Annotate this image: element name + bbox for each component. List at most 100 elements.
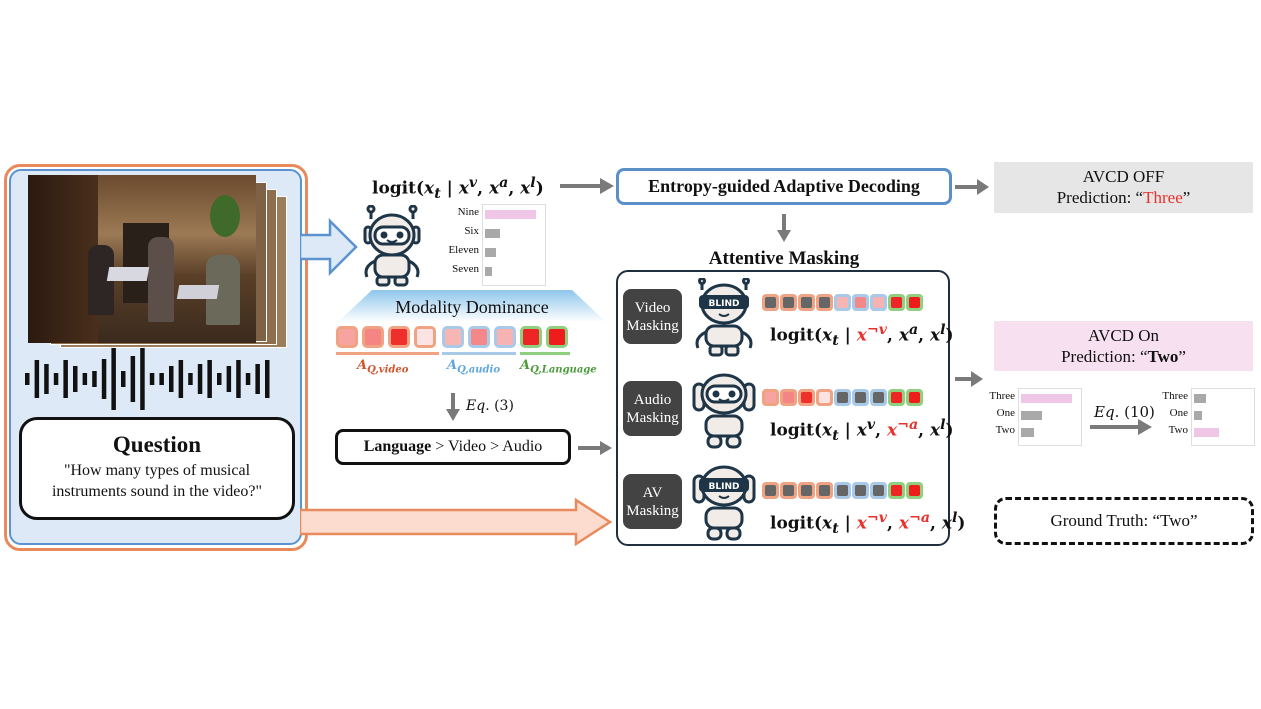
initial-prediction-chart bbox=[482, 204, 546, 286]
orange-input-arrow-icon bbox=[300, 498, 613, 546]
robot-icon bbox=[692, 373, 756, 449]
masked-token-audio bbox=[870, 294, 887, 311]
bar-label-three: Three bbox=[1162, 390, 1188, 402]
avcd-on-title: AVCD On bbox=[1087, 326, 1159, 345]
masked-token-language bbox=[888, 482, 905, 499]
masked-token-language bbox=[888, 294, 905, 311]
logit-suffix: ) bbox=[945, 325, 954, 346]
waveform-bar bbox=[236, 360, 241, 398]
x-l: x bbox=[930, 325, 941, 346]
logit-suffix: ) bbox=[957, 513, 966, 534]
x-a: x bbox=[488, 178, 500, 199]
waveform-bar bbox=[121, 371, 126, 387]
bar-eleven bbox=[485, 248, 496, 257]
musician-2 bbox=[148, 237, 174, 322]
question-box: Question "How many types of musical inst… bbox=[19, 417, 295, 520]
x-not-a-sup: ¬a bbox=[908, 510, 931, 526]
language-group-underline bbox=[520, 352, 570, 355]
comma: , bbox=[887, 325, 899, 346]
eq3-num: . (3) bbox=[485, 398, 514, 414]
token-masked bbox=[837, 392, 848, 403]
token-masked bbox=[819, 297, 830, 308]
masked-token-language bbox=[906, 389, 923, 406]
aq-video-sub: Q,video bbox=[367, 364, 409, 376]
prediction-value: Two bbox=[1147, 347, 1179, 366]
x-v: x bbox=[856, 420, 867, 441]
token-value bbox=[891, 485, 902, 496]
robot-icon bbox=[363, 205, 421, 287]
x-t: x bbox=[822, 513, 833, 534]
bar-one bbox=[1194, 411, 1203, 420]
modality-order-box: Language > Video > Audio bbox=[335, 429, 571, 465]
x-a-sup: a bbox=[908, 322, 919, 338]
given-bar: | bbox=[440, 178, 459, 199]
waveform-bar bbox=[34, 360, 40, 398]
bar-two bbox=[1194, 428, 1220, 437]
x-t-sub: t bbox=[434, 186, 441, 203]
logit-av-masked: logit(xt | x¬v, x¬a, xl) bbox=[770, 510, 965, 537]
token-audio bbox=[468, 326, 490, 348]
x-t: x bbox=[822, 420, 833, 441]
masked-token-video bbox=[816, 294, 833, 311]
waveform-bar bbox=[73, 366, 78, 392]
mask-label-line1: Audio bbox=[633, 391, 672, 408]
aq-language-a: A bbox=[520, 358, 531, 373]
music-stand-2 bbox=[176, 285, 220, 299]
masked-token-audio bbox=[852, 389, 869, 406]
masked-token-audio bbox=[852, 482, 869, 499]
x-l-sup: l bbox=[952, 510, 958, 526]
bar-one bbox=[1021, 411, 1042, 420]
waveform-bar bbox=[226, 366, 232, 392]
token-value bbox=[549, 329, 565, 345]
prediction-prefix: Prediction: “ bbox=[1056, 188, 1144, 207]
token-value bbox=[445, 329, 461, 345]
eq10-eq: Eq bbox=[1094, 403, 1115, 421]
video-frame bbox=[28, 175, 256, 343]
token-value bbox=[909, 485, 920, 496]
waveform-bar bbox=[82, 373, 88, 385]
masked-token-language bbox=[906, 294, 923, 311]
masked-token-language bbox=[888, 389, 905, 406]
staircase bbox=[28, 175, 98, 343]
masked-token-audio bbox=[870, 482, 887, 499]
arrow-right-icon bbox=[1090, 419, 1152, 435]
token-masked bbox=[873, 485, 884, 496]
bar-label-one: One bbox=[1169, 407, 1188, 419]
token-value bbox=[909, 297, 920, 308]
ground-truth-box: Ground Truth: “Two” bbox=[994, 497, 1254, 545]
waveform-bar bbox=[53, 373, 59, 385]
token-audio bbox=[442, 326, 464, 348]
bar-two bbox=[1021, 428, 1035, 437]
waveform-bar bbox=[245, 373, 251, 385]
x-a: x bbox=[898, 325, 909, 346]
token-value bbox=[365, 329, 381, 345]
waveform-bar bbox=[92, 371, 97, 387]
mask-label-line1: Video bbox=[634, 299, 671, 316]
video-group-underline bbox=[336, 352, 439, 355]
x-l: x bbox=[941, 513, 953, 534]
token-value bbox=[909, 392, 920, 403]
plant bbox=[210, 195, 240, 237]
x-not-a-sup: ¬a bbox=[897, 417, 919, 433]
blind-robot-icon: BLIND bbox=[695, 278, 753, 357]
logit-prefix: logit( bbox=[770, 420, 823, 441]
eq10-num: . (10) bbox=[1114, 403, 1155, 421]
token-masked bbox=[765, 485, 776, 496]
token-value bbox=[783, 392, 794, 403]
x-not-v-sup: ¬v bbox=[866, 322, 887, 338]
bar-three bbox=[1021, 394, 1072, 403]
x-v-sup: v bbox=[866, 417, 876, 433]
prediction-suffix: ” bbox=[1182, 188, 1191, 207]
masked-token-audio bbox=[834, 294, 851, 311]
entropy-guided-adaptive-decoding-box: Entropy-guided Adaptive Decoding bbox=[616, 168, 952, 205]
aq-audio-label: AQ,audio bbox=[447, 358, 500, 376]
waveform-bar bbox=[25, 373, 30, 385]
token-value bbox=[801, 392, 812, 403]
x-not-a: x bbox=[898, 513, 909, 534]
bar-nine bbox=[485, 210, 536, 219]
x-t-sub: t bbox=[832, 521, 839, 538]
x-l: x bbox=[520, 178, 531, 199]
aq-video-label: AQ,video bbox=[357, 358, 408, 376]
